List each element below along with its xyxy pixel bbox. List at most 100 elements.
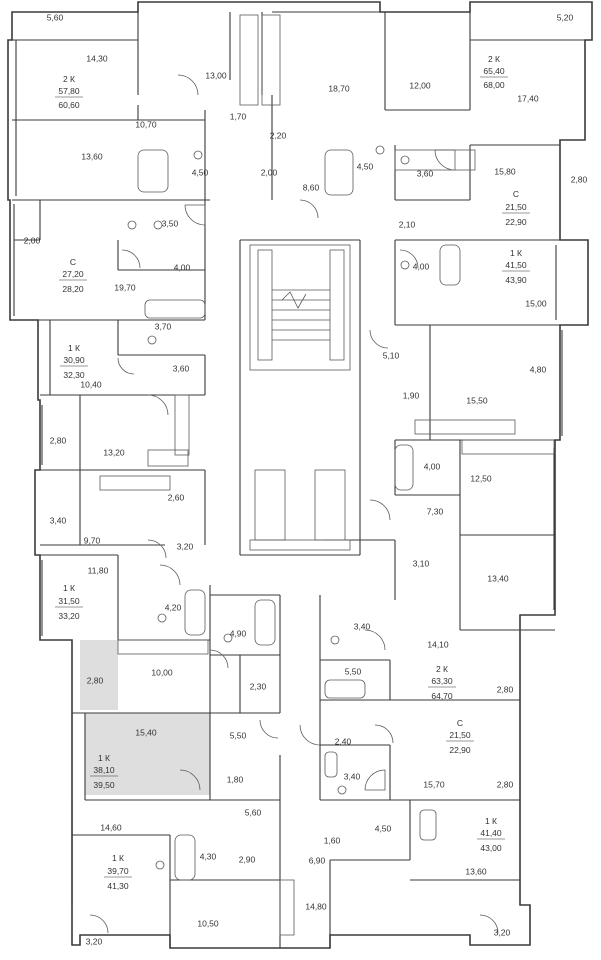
selected-apartment-highlight (80, 640, 210, 795)
apartment-total: 60,60 (58, 100, 80, 110)
room-label: 4,90 (230, 628, 247, 638)
room-label: 3,60 (173, 363, 190, 373)
room-label: 3,60 (417, 168, 434, 178)
room-label: 15,70 (423, 779, 445, 789)
apartment-total: 39,50 (93, 780, 115, 790)
apartment-total: 43,00 (480, 843, 502, 853)
room-label: 1,70 (230, 111, 247, 121)
apartment-total: 43,90 (505, 275, 527, 285)
room-label: 15,80 (494, 166, 516, 176)
apartment-total: 28,20 (62, 284, 84, 294)
room-label: 2,80 (50, 435, 67, 445)
room-label: 4,20 (165, 602, 182, 612)
room-label: 12,00 (409, 80, 431, 90)
room-label: 5,50 (345, 666, 362, 676)
bathroom-fixtures (127, 145, 461, 881)
room-label: 15,40 (135, 727, 157, 737)
apartment-area: 57,80 (58, 86, 80, 96)
apartment-type: С (513, 189, 519, 199)
apartment-area: 30,90 (63, 355, 85, 365)
room-label: 2,00 (24, 235, 41, 245)
outer-walls (7, 1, 593, 949)
apartment-total: 33,20 (58, 611, 80, 621)
apartment-label: 1 К 38,10 39,50 (90, 753, 118, 790)
apartment-area: 41,50 (505, 260, 527, 270)
room-label: 2,10 (399, 219, 416, 229)
room-label: 7,30 (427, 506, 444, 516)
apartment-area: 39,70 (107, 866, 129, 876)
room-label: 14,60 (100, 822, 122, 832)
room-label: 3,70 (155, 321, 172, 331)
room-label: 1,90 (403, 390, 420, 400)
room-label: 4,50 (375, 823, 392, 833)
room-label: 13,60 (465, 866, 487, 876)
apartment-type: 1 К (68, 343, 80, 353)
room-label: 15,50 (466, 395, 488, 405)
apartment-type: 1 К (63, 583, 75, 593)
room-label: 14,10 (427, 639, 449, 649)
room-label: 2,80 (497, 684, 514, 694)
apartment-label: 1 К 30,90 32,30 (60, 343, 88, 380)
apartment-type: 2 К (436, 664, 448, 674)
room-label: 2,30 (250, 681, 267, 691)
room-label: 4,30 (200, 851, 217, 861)
room-label: 5,10 (383, 350, 400, 360)
room-label: 4,00 (424, 461, 441, 471)
kitchen-units (99, 14, 555, 936)
apartment-label: 2 К 65,40 68,00 (480, 54, 508, 90)
apartment-total: 22,90 (449, 745, 471, 755)
room-label: 19,70 (114, 282, 136, 292)
room-label: 18,70 (328, 83, 350, 93)
apartment-label: С 27,20 28,20 (59, 257, 87, 294)
apartment-area: 27,20 (62, 269, 84, 279)
room-label: 6,90 (309, 855, 326, 865)
room-label: 5,20 (557, 12, 574, 22)
room-label: 10,70 (135, 119, 157, 129)
room-label: 4,00 (174, 262, 191, 272)
apartment-type: 1 К (485, 816, 497, 826)
apartment-area: 21,50 (449, 730, 471, 740)
room-label: 14,80 (305, 901, 327, 911)
room-label: 10,40 (80, 379, 102, 389)
apartment-type: С (70, 257, 76, 267)
apartment-area: 38,10 (93, 765, 115, 775)
apartment-type: 2 К (488, 54, 500, 64)
apartment-area: 31,50 (58, 596, 80, 606)
room-label: 14,30 (86, 53, 108, 63)
room-label: 3,20 (86, 936, 103, 946)
room-label: 3,40 (344, 771, 361, 781)
room-label: 17,40 (517, 93, 539, 103)
room-label: 5,60 (47, 12, 64, 22)
apartment-area: 41,40 (480, 828, 502, 838)
apartment-label: С 21,50 22,90 (446, 718, 474, 755)
apartment-area: 21,50 (505, 202, 527, 212)
apartment-total: 41,30 (107, 881, 129, 891)
apartment-label: 2 К 63,30 64,70 (428, 664, 456, 701)
apartment-total: 64,70 (431, 691, 453, 701)
room-label: 2,60 (168, 492, 185, 502)
room-label: 15,00 (525, 298, 547, 308)
room-label: 13,60 (81, 151, 103, 161)
room-label: 10,50 (197, 918, 219, 928)
room-label: 13,00 (205, 70, 227, 80)
room-label: 5,50 (230, 730, 247, 740)
room-label: 3,20 (494, 927, 511, 937)
room-label: 3,40 (354, 621, 371, 631)
room-label: 4,80 (530, 364, 547, 374)
apartment-label: 1 К 31,50 33,20 (55, 583, 83, 621)
room-label: 2,40 (335, 736, 352, 746)
room-label: 4,00 (413, 261, 430, 271)
room-label: 5,60 (245, 807, 262, 817)
apartment-area: 63,30 (431, 676, 453, 686)
apartment-label: 1 К 41,40 43,00 (477, 816, 505, 853)
apartment-type: 1 К (510, 248, 522, 258)
apartment-total: 32,30 (63, 370, 85, 380)
apartment-total: 68,00 (483, 80, 505, 90)
apartment-type: С (457, 718, 463, 728)
apartment-label: С 21,50 22,90 (502, 189, 530, 227)
room-labels: 5,60 14,30 13,00 18,70 12,00 5,20 17,40 … (24, 12, 588, 946)
room-label: 9,70 (84, 535, 101, 545)
room-label: 2,90 (239, 854, 256, 864)
room-label: 12,50 (470, 473, 492, 483)
room-label: 13,20 (103, 447, 125, 457)
